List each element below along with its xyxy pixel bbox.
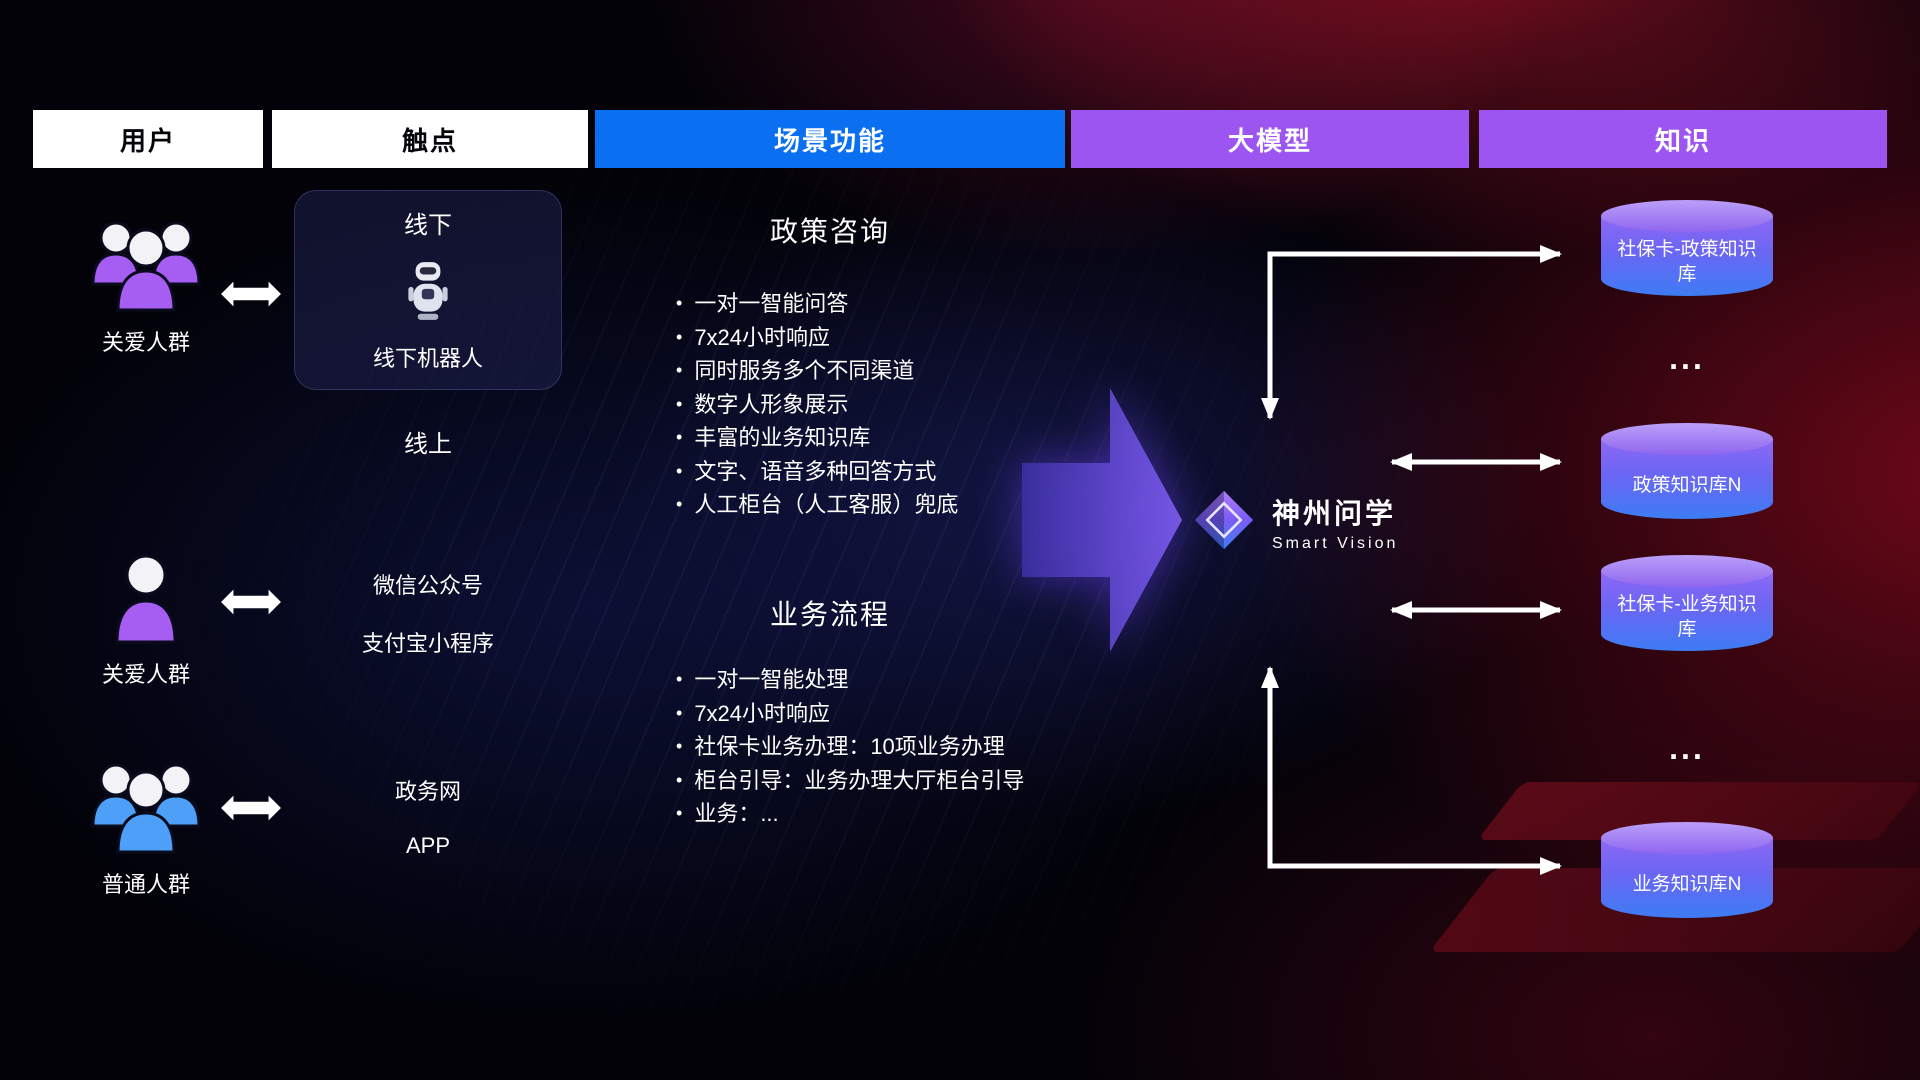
bidirectional-arrow-icon (221, 795, 281, 821)
user-segment-label: 关爱人群 (101, 330, 190, 355)
scene-title-business: 业务流程 (769, 599, 890, 630)
channel-alipay: 支付宝小程序 (361, 631, 494, 656)
flow-arrow-right (1022, 388, 1182, 652)
cylinder-top (1601, 822, 1773, 854)
list-item: 文字、语音多种回答方式 (676, 456, 1106, 490)
cylinder-top (1601, 423, 1773, 455)
model-subtitle: Smart Vision (1272, 535, 1399, 552)
list-item: 丰富的业务知识库 (676, 422, 1106, 456)
knowledge-base-policy-n: 政策知识库N (1601, 423, 1773, 533)
knowledge-base-business-n: 业务知识库N (1601, 822, 1773, 932)
user-segment-label: 普通人群 (101, 872, 190, 897)
bidirectional-arrow-icon (221, 281, 281, 307)
column-header-touchpoints: 触点 (272, 110, 588, 168)
list-item: 同时服务多个不同渠道 (676, 355, 1106, 389)
list-item: 7x24小时响应 (676, 322, 1106, 356)
knowledge-base-label: 业务知识库N (1632, 873, 1742, 895)
list-item: 一对一智能问答 (676, 288, 1106, 322)
channel-wechat: 微信公众号 (372, 573, 483, 598)
knowledge-base-label: 社保卡-业务知识库 (1617, 594, 1757, 640)
list-item: 业务：... (676, 798, 1106, 832)
offline-title: 线下 (404, 212, 452, 239)
list-item: 7x24小时响应 (676, 698, 1106, 732)
list-item: 人工柜台（人工客服）兜底 (676, 489, 1106, 523)
user-segment-general: 普通人群 (66, 758, 226, 899)
list-item: 柜台引导：业务办理大厅柜台引导 (676, 765, 1106, 799)
knowledge-base-label: 社保卡-政策知识库 (1617, 239, 1757, 285)
scene-policy-feature-list: 一对一智能问答 7x24小时响应 同时服务多个不同渠道 数字人形象展示 丰富的业… (676, 288, 1106, 523)
channel-gov-web: 政务网 (394, 779, 461, 804)
scene-business-feature-list: 一对一智能处理 7x24小时响应 社保卡业务办理：10项业务办理 柜台引导：业务… (676, 664, 1106, 832)
list-item: 一对一智能处理 (676, 664, 1106, 698)
model-brand: 神州问学 Smart Vision (1272, 492, 1398, 553)
column-header-knowledge: 知识 (1479, 110, 1887, 168)
knowledge-base-policy-ssc: 社保卡-政策知识库 (1601, 200, 1773, 310)
diamond-logo-icon (1194, 490, 1254, 550)
knowledge-base-business-ssc: 社保卡-业务知识库 (1601, 555, 1773, 665)
channel-app: APP (405, 833, 451, 858)
ellipsis-more-policy: ... (1669, 340, 1705, 376)
online-title: 线上 (404, 431, 452, 458)
list-item: 社保卡业务办理：10项业务办理 (676, 731, 1106, 765)
cylinder-top (1601, 200, 1773, 232)
robot-icon (408, 261, 448, 320)
user-segment-care-single: 关爱人群 (66, 552, 226, 689)
user-segment-label: 关爱人群 (101, 662, 190, 687)
user-segment-care-group: 关爱人群 (66, 216, 226, 357)
knowledge-base-label: 政策知识库N (1632, 474, 1742, 496)
column-header-scenes: 场景功能 (595, 110, 1065, 168)
scene-title-policy: 政策咨询 (769, 216, 890, 247)
people-group-icon (91, 221, 201, 312)
offline-touchpoint-card: 线下 线下机器人 (294, 190, 562, 390)
people-group-icon (91, 763, 201, 854)
model-name: 神州问学 (1272, 498, 1397, 529)
offline-robot-label: 线下机器人 (372, 346, 483, 371)
person-icon (115, 554, 177, 644)
connector-arrow-top-elbow (1261, 245, 1562, 420)
bidirectional-arrow-icon (221, 589, 281, 615)
column-header-users: 用户 (33, 110, 263, 168)
cylinder-top (1601, 555, 1773, 587)
list-item: 数字人形象展示 (676, 389, 1106, 423)
ellipsis-more-business: ... (1669, 730, 1705, 766)
column-header-model: 大模型 (1071, 110, 1469, 168)
